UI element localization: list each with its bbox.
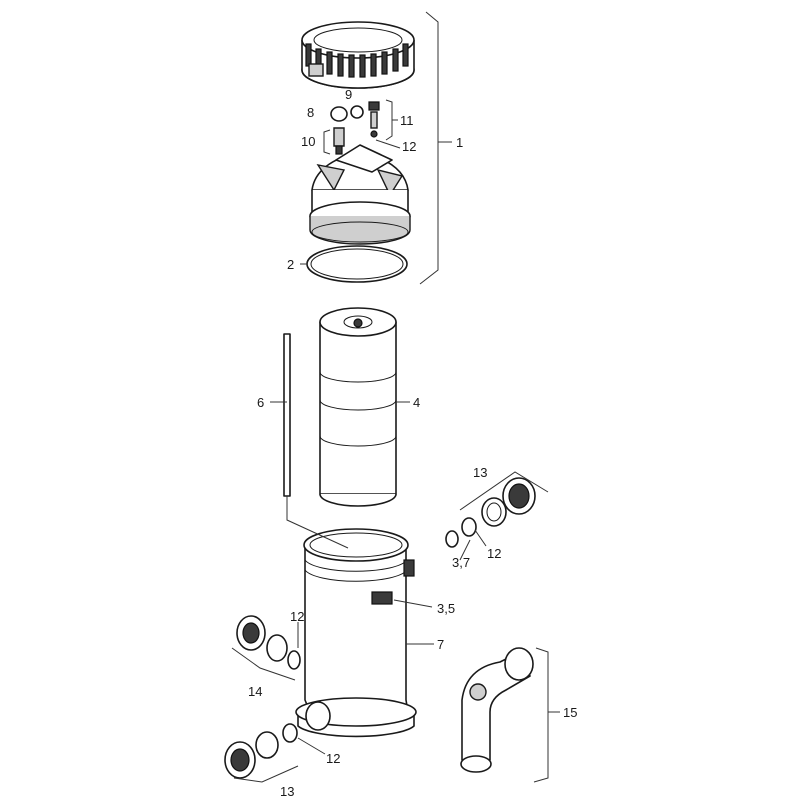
callout-1: 1 — [456, 135, 463, 150]
union-fitting-lower — [224, 723, 298, 779]
filter-lid — [309, 144, 411, 245]
air-relief-tube — [283, 333, 291, 497]
lock-ring — [301, 21, 415, 89]
callout-8: 8 — [307, 105, 314, 120]
callout-7: 7 — [437, 637, 444, 652]
callout-labels: 1 2 3,5 3,7 4 6 7 8 9 10 11 12 12 12 12 … — [248, 87, 577, 799]
lid-o-ring — [306, 245, 408, 283]
callout-9: 9 — [345, 87, 352, 102]
union-fitting-upper — [445, 477, 536, 548]
callout-10: 10 — [301, 134, 315, 149]
callout-12-lid: 12 — [402, 139, 416, 154]
callout-11: 11 — [400, 113, 414, 128]
union-fitting-left — [236, 615, 301, 670]
callout-13-upper: 13 — [473, 465, 487, 480]
callout-12-left: 12 — [290, 609, 304, 624]
callout-13-lower: 13 — [280, 784, 294, 799]
filter-tank — [295, 528, 417, 738]
callout-6: 6 — [257, 395, 264, 410]
callout-3-7: 3,7 — [452, 555, 470, 570]
callout-12-upper: 12 — [487, 546, 501, 561]
leader-lines — [231, 11, 560, 783]
elbow-fitting — [460, 647, 534, 773]
callout-14: 14 — [248, 684, 262, 699]
callout-3-5: 3,5 — [437, 601, 455, 616]
callout-2: 2 — [287, 257, 294, 272]
callout-4: 4 — [413, 395, 420, 410]
callout-12-lower: 12 — [326, 751, 340, 766]
filter-cartridge — [319, 307, 397, 507]
pressure-gauge-parts — [330, 101, 380, 155]
callout-15: 15 — [563, 705, 577, 720]
